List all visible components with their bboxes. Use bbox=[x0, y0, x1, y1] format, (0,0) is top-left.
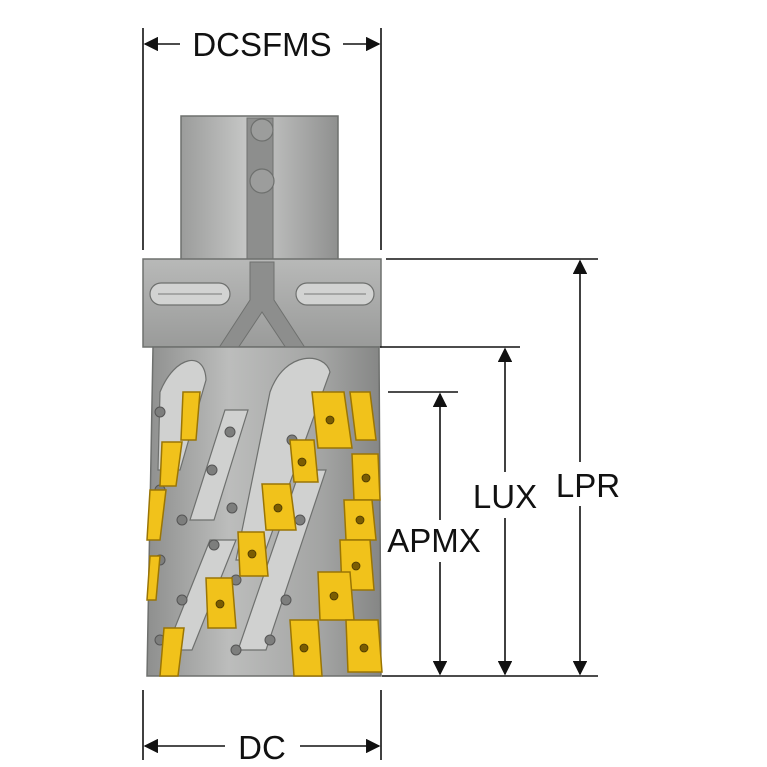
dimension-lines bbox=[142, 28, 598, 760]
dcsfms-label: DCSFMS bbox=[192, 26, 331, 63]
coolant-hole bbox=[250, 118, 274, 142]
dc-label: DC bbox=[238, 729, 286, 766]
lpr-label: LPR bbox=[556, 467, 620, 504]
lux-label: LUX bbox=[473, 478, 537, 515]
insert-screws bbox=[215, 415, 371, 653]
apmx-label: APMX bbox=[387, 522, 481, 559]
cutter-tool bbox=[142, 115, 383, 677]
coolant-hole bbox=[249, 168, 275, 194]
